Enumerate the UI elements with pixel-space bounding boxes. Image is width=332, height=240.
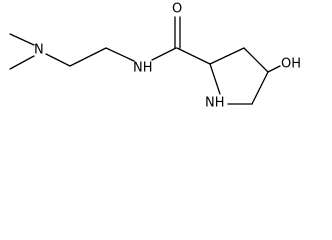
amine-n-label: N [34, 43, 44, 58]
bond-c3-c4 [243, 47, 269, 73]
bond-c2-c3 [209, 47, 245, 65]
bond-ch2-nh [105, 47, 135, 62]
hydroxyl-label: OH [281, 57, 301, 72]
molecule-structure: N NH O NH OH [9, 2, 301, 111]
bond-n-c2 [209, 63, 221, 95]
bond-n-ch2 [45, 53, 71, 67]
bond-methyl1-n [9, 33, 35, 46]
bond-carbonyl-ring [176, 47, 211, 65]
ring-nh-label: NH [205, 96, 225, 111]
bond-methyl2-n [9, 55, 35, 70]
bond-c4-c5 [251, 71, 269, 105]
structure-canvas: N NH O NH OH [0, 0, 332, 119]
bond-nh-carbonyl [151, 47, 177, 61]
bond-c4-oh [267, 65, 281, 73]
carbonyl-o-label: O [172, 2, 182, 17]
bond-ch2-ch2 [69, 47, 107, 67]
amide-nh-label: NH [133, 61, 153, 76]
